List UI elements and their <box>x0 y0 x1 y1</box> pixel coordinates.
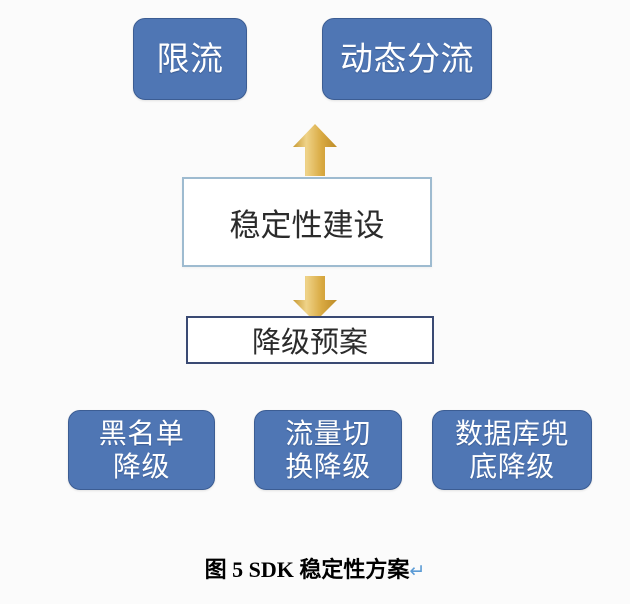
figure-caption: 图 5 SDK 稳定性方案↵ <box>0 552 630 584</box>
box-blacklist-degradation[interactable]: 黑名单 降级 <box>68 410 215 490</box>
down-arrow-icon <box>293 276 337 322</box>
up-arrow-icon <box>293 124 337 176</box>
box-database-fallback-degradation[interactable]: 数据库兜 底降级 <box>432 410 592 490</box>
box-stability-construction[interactable]: 稳定性建设 <box>182 177 432 267</box>
figure-caption-title: 稳定性方案 <box>299 557 410 582</box>
box-rate-limit[interactable]: 限流 <box>133 18 247 100</box>
pilcrow-mark: ↵ <box>409 560 426 582</box>
box-traffic-switch-degradation[interactable]: 流量切 换降级 <box>254 410 402 490</box>
figure-caption-label: 图 5 SDK <box>204 557 300 582</box>
box-dynamic-traffic-split[interactable]: 动态分流 <box>322 18 492 100</box>
box-degradation-plan[interactable]: 降级预案 <box>186 316 434 364</box>
